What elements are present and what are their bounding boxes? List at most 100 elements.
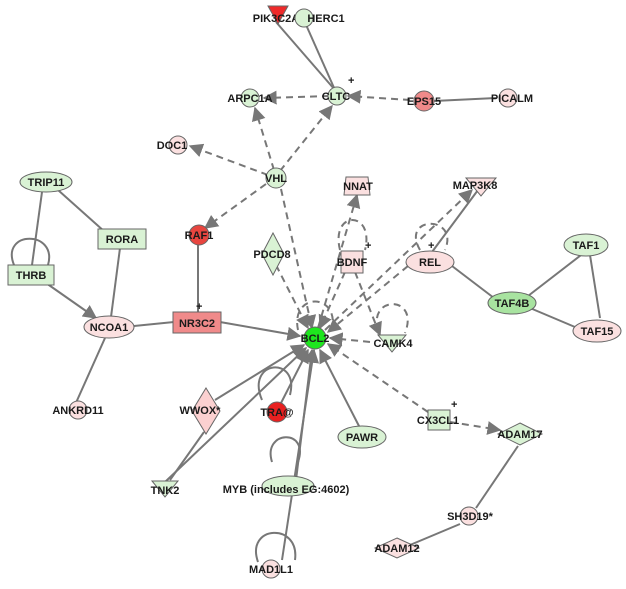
node-label: TNK2 <box>151 485 180 497</box>
node-thrb[interactable]: THRB <box>7 264 55 286</box>
edge-nr3c2-bcl2 <box>219 321 302 341</box>
edge-bcl2-map3k8 <box>324 189 474 331</box>
edge-herc1-cltc <box>302 17 336 91</box>
plus-mark: + <box>451 399 457 411</box>
node-taf15[interactable]: TAF15 <box>572 319 622 343</box>
node-label: SH3D19* <box>447 511 494 523</box>
rect-shape <box>427 409 451 431</box>
plus-mark: + <box>196 301 202 313</box>
edge-vhl-cltc <box>279 104 333 172</box>
node-adam17[interactable]: ADAM17 <box>496 422 544 446</box>
node-tnk2[interactable]: TNK2 <box>150 480 180 498</box>
node-label: RORA <box>106 234 138 246</box>
node-label: TAF15 <box>581 326 614 338</box>
node-camk4[interactable]: CAMK4 <box>373 334 413 353</box>
node-eps15[interactable]: EPS15 <box>407 90 441 112</box>
rect-shape <box>172 311 222 334</box>
node-doc1[interactable]: DOC1 <box>157 135 188 155</box>
selfloop-bcl2 <box>296 300 334 331</box>
node-rora[interactable]: RORA <box>97 228 147 250</box>
node-label: PICALM <box>491 93 533 105</box>
node-pawr[interactable]: PAWR <box>337 425 387 449</box>
selfloop-rel <box>414 222 449 251</box>
node-label: DOC1 <box>157 140 188 152</box>
node-label: ADAM12 <box>374 543 419 555</box>
edge-adam17-sh3d19 <box>475 445 519 509</box>
edge-cx3cl1-adam17 <box>449 421 502 435</box>
circle-shape <box>265 167 287 189</box>
node-ankrd11[interactable]: ANKRD11 <box>52 400 104 420</box>
selfloop-tra <box>257 366 293 401</box>
edge-vhl-arpc1a <box>251 106 275 171</box>
triangle-down-shape <box>464 177 498 197</box>
node-adam12[interactable]: ADAM12 <box>373 537 421 559</box>
edge-rel-taf4b <box>451 265 495 299</box>
node-label: CAMK4 <box>373 338 413 350</box>
node-picalm[interactable]: PICALM <box>491 88 533 108</box>
node-label: PAWR <box>346 432 378 444</box>
edge-eps15-cltc <box>346 89 411 104</box>
plus-mark: + <box>365 240 371 252</box>
node-arpc1a[interactable]: ARPC1A <box>227 88 273 108</box>
node-label: NCOA1 <box>90 322 129 334</box>
node-bcl2[interactable]: BCL2 <box>301 326 330 350</box>
node-label: MYB (includes EG:4602) <box>223 484 350 496</box>
node-taf1[interactable]: TAF1 <box>563 233 609 257</box>
selfloop-myb <box>269 436 301 463</box>
node-pik3c2a[interactable]: PIK3C2A <box>253 5 300 26</box>
node-cx3cl1[interactable]: CX3CL1 + <box>417 399 459 431</box>
edge-pik3c2a-cltc <box>275 21 336 91</box>
node-trip11[interactable]: TRIP11 <box>19 171 73 193</box>
ellipse-shape <box>19 171 73 193</box>
node-nr3c2[interactable]: NR3C2 + <box>172 301 222 334</box>
diamond-shape <box>261 231 285 277</box>
edge-sh3d19-adam12 <box>409 523 461 546</box>
ellipse-shape <box>405 250 455 274</box>
edge-taf4b-taf15 <box>529 307 576 328</box>
node-nnat[interactable]: NNAT <box>343 176 373 196</box>
node-label: MAP3K8 <box>453 180 498 192</box>
node-label: TAF1 <box>573 240 600 252</box>
ellipse-shape <box>487 291 537 315</box>
node-label: EPS15 <box>407 96 441 108</box>
selfloop-bdnf <box>337 219 368 251</box>
edge-vhl-doc1 <box>188 143 269 176</box>
edge-trip11-rora <box>57 189 106 233</box>
node-label: NR3C2 <box>179 318 215 330</box>
plus-mark: + <box>348 75 354 87</box>
node-pdcd8[interactable]: PDCD8 <box>253 231 291 277</box>
node-label: TRIP11 <box>28 177 65 189</box>
trapezoid-shape <box>343 176 371 196</box>
nodes: PIK3C2A HERC1 ARPC1A CLTC + EPS15 PICALM <box>7 5 622 579</box>
node-mad1l1[interactable]: MAD1L1 <box>249 559 293 579</box>
triangle-down-shape <box>376 334 408 353</box>
diamond-shape <box>496 422 544 446</box>
triangle-down-shape <box>267 5 289 26</box>
node-sh3d19[interactable]: SH3D19* <box>447 506 494 526</box>
node-cltc[interactable]: CLTC + <box>322 75 355 106</box>
edge-thrb-ncoa1 <box>45 282 98 319</box>
edge-ncoa1-nr3c2 <box>133 321 175 327</box>
selfloop-camk4 <box>375 303 409 334</box>
node-herc1[interactable]: HERC1 <box>294 8 345 28</box>
node-label: HERC1 <box>307 13 344 25</box>
node-wwox[interactable]: WWOX* <box>180 387 222 435</box>
node-taf4b[interactable]: TAF4B <box>487 291 537 315</box>
node-label: CLTC <box>322 91 351 103</box>
triangle-down-shape <box>150 480 180 498</box>
node-label: TAF4B <box>495 298 530 310</box>
node-rel[interactable]: REL + <box>405 240 455 274</box>
node-label: ARPC1A <box>227 93 272 105</box>
node-map3k8[interactable]: MAP3K8 <box>453 177 498 197</box>
node-ncoa1[interactable]: NCOA1 <box>83 315 135 339</box>
node-bdnf[interactable]: BDNF + <box>337 240 372 274</box>
node-vhl[interactable]: VHL <box>265 167 287 189</box>
edge-pawr-bcl2 <box>319 348 361 429</box>
edge-tnk2-bcl2 <box>164 347 308 483</box>
ellipse-shape <box>572 319 622 343</box>
node-myb[interactable]: MYB (includes EG:4602) <box>223 475 350 497</box>
plus-mark: + <box>428 240 434 252</box>
node-raf1[interactable]: RAF1 <box>185 224 214 246</box>
node-tra[interactable]: TRA@ <box>260 401 294 423</box>
circle-shape <box>294 8 314 28</box>
